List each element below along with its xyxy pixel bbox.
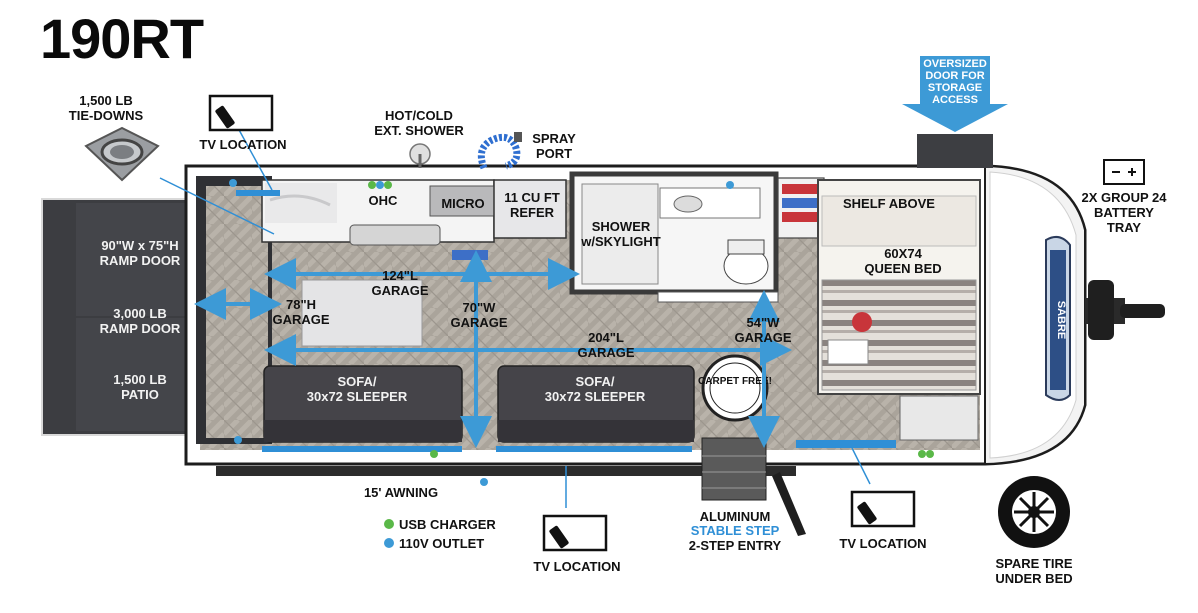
down-arrow-icon xyxy=(902,56,1008,132)
tv-location-bottom-label: TV LOCATION xyxy=(533,559,621,574)
ohc-label: OHC xyxy=(368,193,398,208)
tie-downs-label: 1,500 LB TIE-DOWNS xyxy=(68,93,144,123)
spare-tire-label: SPARE TIRE UNDER BED xyxy=(995,556,1073,586)
queen-bed-label: 60X74 QUEEN BED xyxy=(864,246,942,276)
ramp-weight-label: 3,000 LB RAMP DOOR xyxy=(99,306,181,336)
usb-legend-dot xyxy=(384,519,394,529)
shower-faucet-icon xyxy=(409,143,431,168)
outlet-legend-dot xyxy=(384,538,394,548)
patio-label: 1,500 LB PATIO xyxy=(113,372,167,402)
sofa-left-label: SOFA/ 30x72 SLEEPER xyxy=(306,374,408,404)
tv-location-top-label: TV LOCATION xyxy=(199,137,287,152)
awning xyxy=(216,466,796,476)
garage-124-label: 124"L GARAGE xyxy=(371,268,429,298)
hot-cold-shower-label: HOT/COLD EXT. SHOWER xyxy=(374,108,464,138)
tv-location-right-label: TV LOCATION xyxy=(839,536,927,551)
awning-label: 15' AWNING xyxy=(363,485,439,500)
oversized-door-label: OVERSIZED DOOR FOR STORAGE ACCESS xyxy=(923,58,987,106)
tie-down-icon xyxy=(84,126,160,182)
micro-label: MICRO xyxy=(441,196,485,211)
tv-icon-right xyxy=(850,490,916,528)
model-title: 190RT xyxy=(40,7,204,70)
garage-height-label: 78"H GARAGE xyxy=(272,297,330,327)
sofa-right-label: SOFA/ 30x72 SLEEPER xyxy=(544,374,646,404)
carpet-free-badge xyxy=(701,354,769,422)
garage-70-label: 70"W GARAGE xyxy=(450,300,508,330)
two-step-entry-label: 2-STEP ENTRY xyxy=(688,538,782,553)
shower-label: SHOWER w/SKYLIGHT xyxy=(581,219,661,249)
spray-port-label: SPRAY PORT xyxy=(532,131,576,161)
spray-hose-icon xyxy=(477,132,522,170)
shelf-above-label: SHELF ABOVE xyxy=(843,196,935,211)
aluminum-label: ALUMINUM xyxy=(699,509,771,524)
storage-door xyxy=(917,134,993,168)
usb-charger-label: USB CHARGER xyxy=(399,517,496,532)
garage-54-label: 54"W GARAGE xyxy=(734,315,792,345)
outlet-110v-label: 110V OUTLET xyxy=(399,536,485,551)
entry-steps xyxy=(701,437,767,501)
refer-label: 11 CU FT REFER xyxy=(504,190,560,220)
brand-vertical: SABRE xyxy=(1055,301,1067,340)
tv-icon-bottom xyxy=(542,514,608,552)
tv-icon-top xyxy=(208,94,274,132)
stable-step-label: STABLE STEP xyxy=(690,523,780,538)
refrigerator xyxy=(493,179,567,239)
ramp-size-label: 90"W x 75"H RAMP DOOR xyxy=(99,238,181,268)
carpet-free-text: CARPET FREE! xyxy=(698,376,772,387)
battery-icon xyxy=(1103,159,1145,185)
spare-tire-icon xyxy=(998,476,1070,548)
battery-tray-label: 2X GROUP 24 BATTERY TRAY xyxy=(1081,190,1167,235)
outlet-dots xyxy=(229,179,934,486)
dimension-arrows xyxy=(194,250,792,448)
garage-204-label: 204"L GARAGE xyxy=(577,330,635,360)
